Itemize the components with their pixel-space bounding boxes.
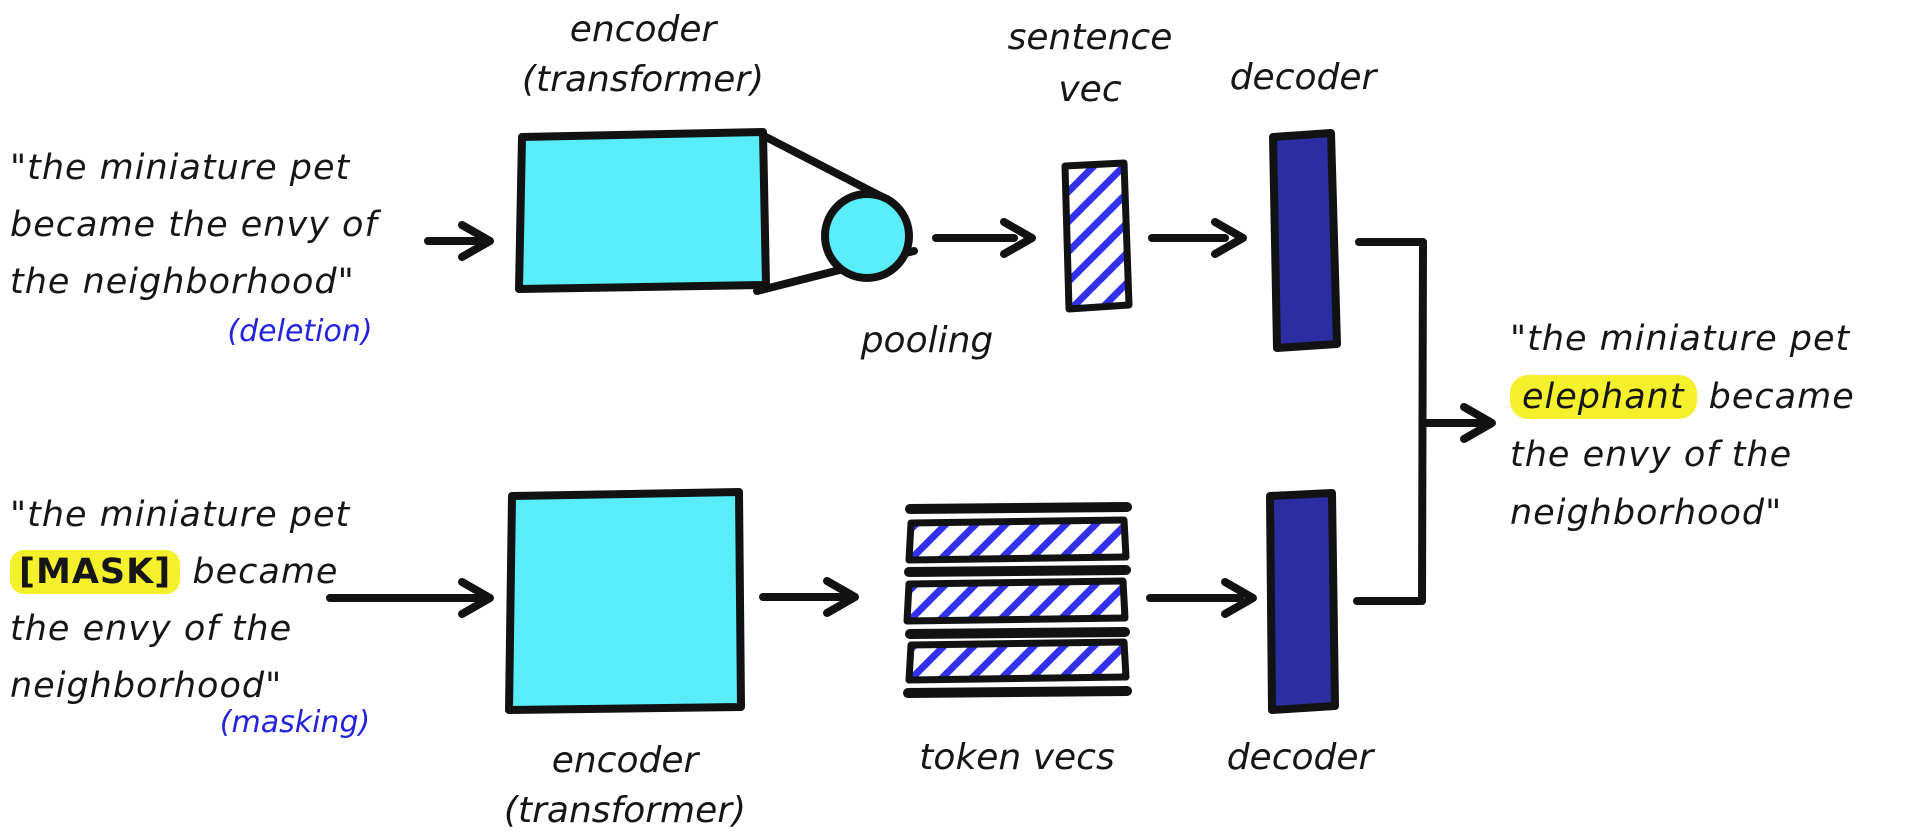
top-input-line-1: "the miniature pet <box>10 148 351 188</box>
token-vec-separator-bars <box>903 502 1132 698</box>
top-encoder-label: encoder (transformer) <box>493 5 793 105</box>
mask-token-highlight: [MASK] <box>10 550 181 594</box>
top-encoder-label-line2: (transformer) <box>521 59 765 100</box>
token-vec-box-1 <box>905 516 1130 564</box>
output-line-1: "the miniature pet <box>1510 319 1851 359</box>
output-line-3: the envy of the <box>1510 435 1793 475</box>
bottom-encoder-label-line2: (transformer) <box>503 790 747 831</box>
output-line-2-rest: became <box>1696 377 1855 417</box>
sentence-vec-label-line1: sentence <box>1007 17 1173 58</box>
bottom-decoder-box <box>1266 489 1339 714</box>
sentence-vec-box <box>1061 159 1133 313</box>
bottom-input-line-4: neighborhood" <box>10 666 283 706</box>
sentence-vec-label: sentence vec <box>990 12 1190 116</box>
arrow-encoder-to-token-vecs <box>759 577 859 617</box>
top-encoder-box <box>515 128 770 293</box>
bottom-input-text: "the miniature pet [MASK] became the env… <box>10 487 350 715</box>
token-vecs-label: token vecs <box>919 737 1115 778</box>
arrow-to-output <box>1420 403 1496 443</box>
top-encoder-label-line1: encoder <box>569 9 717 50</box>
arrow-top-input-to-encoder <box>424 221 494 261</box>
bottom-encoder-label: encoder (transformer) <box>475 736 775 836</box>
arrow-pooling-to-sentence-vec <box>932 218 1036 258</box>
bottom-input-line-1: "the miniature pet <box>10 495 351 535</box>
token-vec-box-3 <box>905 638 1130 684</box>
bottom-input-line-2-rest: became <box>180 552 339 592</box>
output-line-2: elephant became <box>1510 368 1855 426</box>
sentence-vec-label-line2: vec <box>1058 69 1122 110</box>
output-text: "the miniature pet elephant became the e… <box>1510 310 1855 542</box>
arrow-bottom-input-to-encoder <box>326 578 494 618</box>
bottom-encoder-box <box>505 488 745 714</box>
deletion-tag: (deletion) <box>227 314 373 349</box>
elephant-highlight: elephant <box>1510 375 1697 419</box>
top-decoder-box <box>1269 129 1341 352</box>
bottom-input-line-2: [MASK] became <box>10 544 350 601</box>
output-line-4: neighborhood" <box>1510 493 1783 533</box>
pooling-circle <box>821 190 913 282</box>
masking-tag: (masking) <box>219 705 371 740</box>
arrow-token-vecs-to-decoder <box>1146 578 1257 618</box>
pooling-label: pooling <box>860 320 994 361</box>
bottom-input-line-3: the envy of the <box>10 609 293 649</box>
bottom-encoder-label-line1: encoder <box>551 740 699 781</box>
top-input-line-2: became the envy of <box>10 205 378 245</box>
top-input-line-3: the neighborhood" <box>10 262 355 302</box>
top-input-text: "the miniature pet became the envy of th… <box>10 140 378 311</box>
bottom-decoder-label: decoder <box>1226 737 1374 778</box>
arrow-sentence-vec-to-decoder <box>1148 218 1247 258</box>
top-decoder-label: decoder <box>1229 57 1377 98</box>
token-vec-box-2 <box>903 577 1129 625</box>
merge-bracket <box>1353 238 1427 605</box>
